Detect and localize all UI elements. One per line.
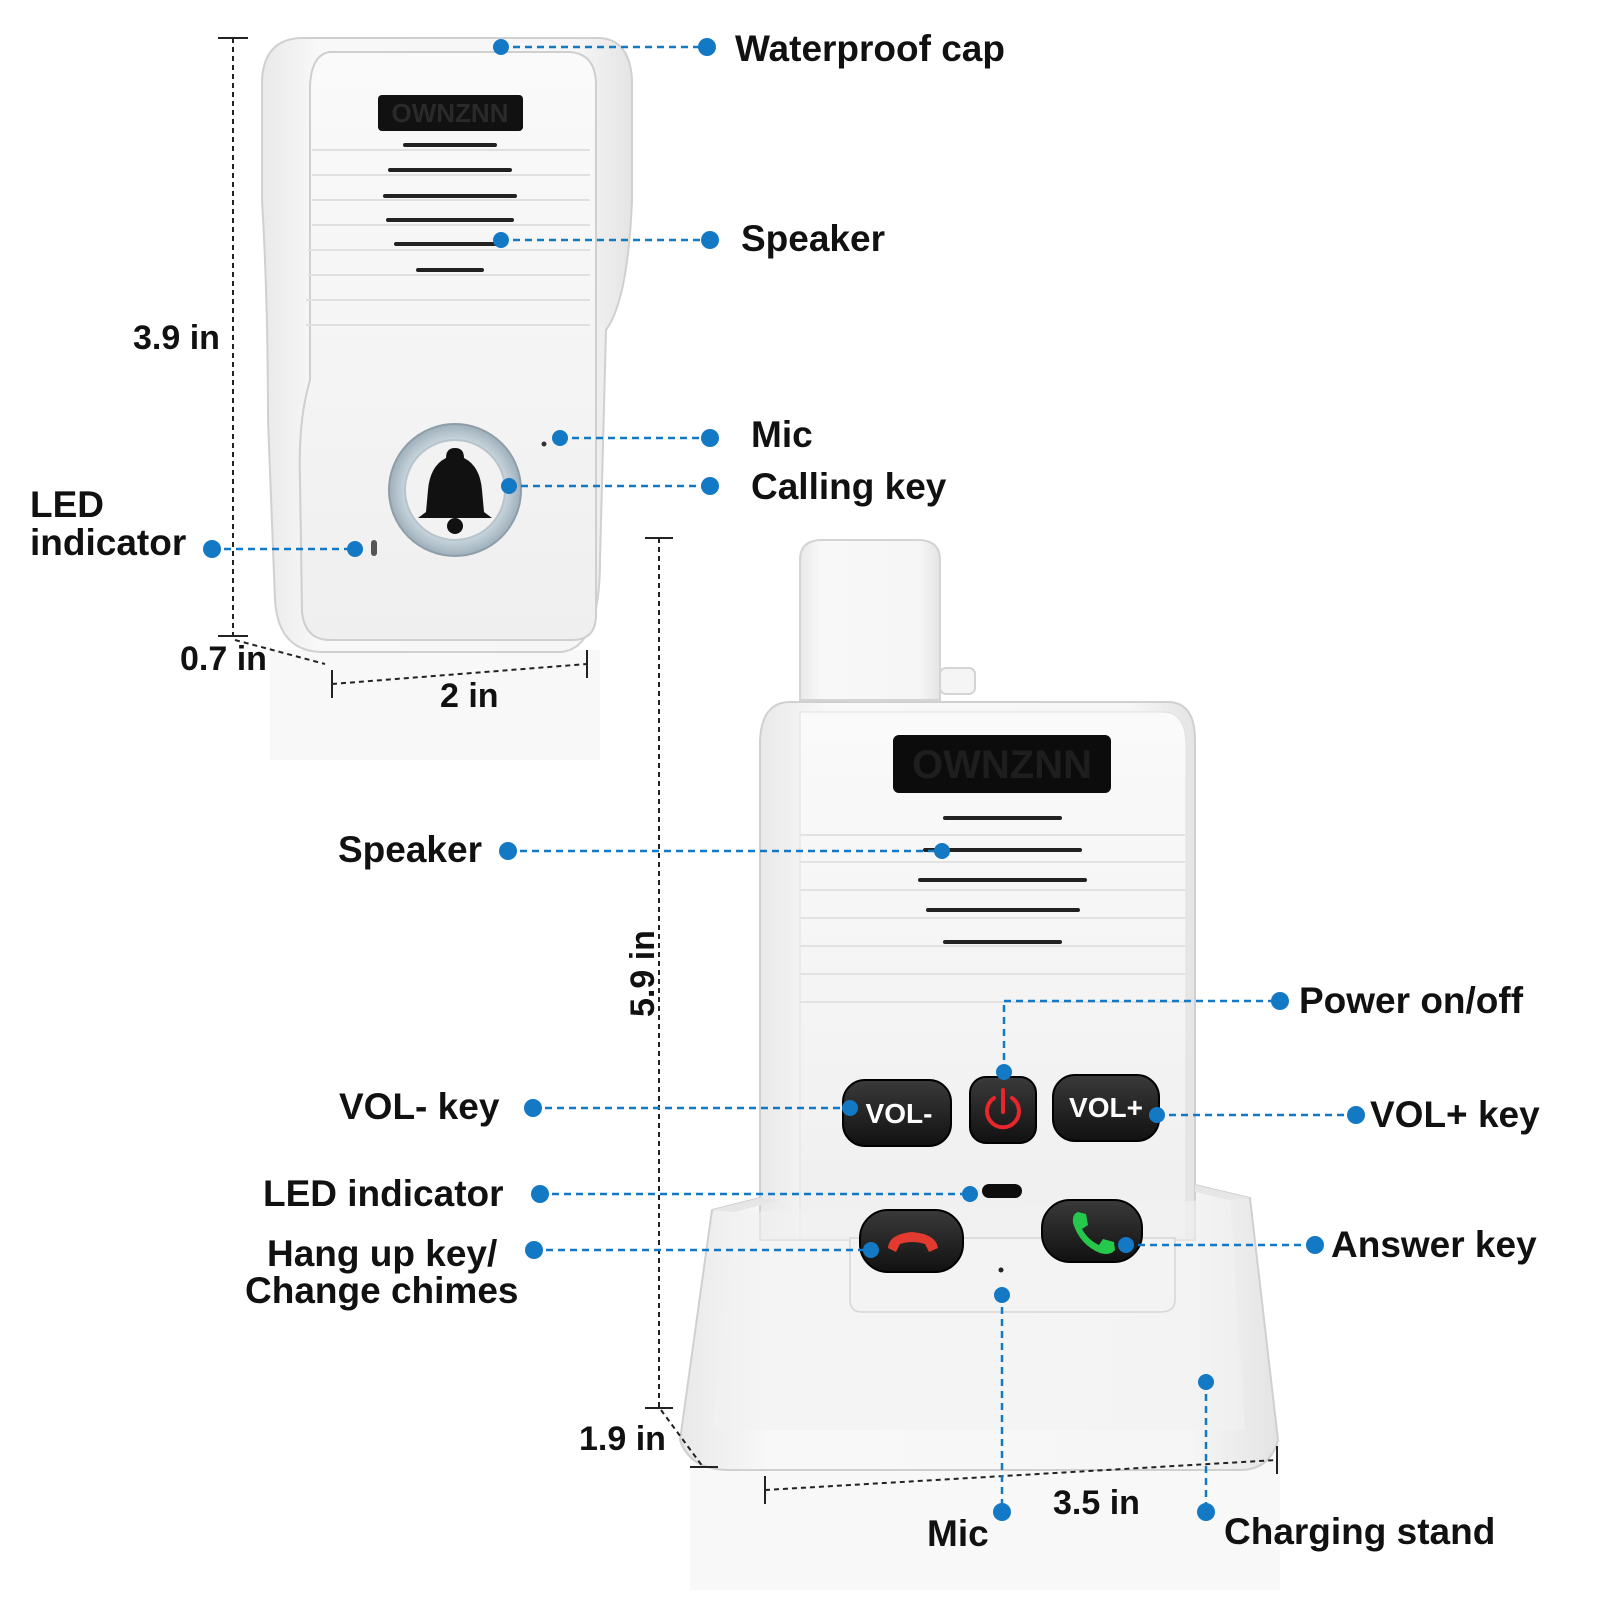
label-power: Power on/off — [1299, 980, 1524, 1021]
label-vol-minus-key: VOL- key — [339, 1086, 500, 1127]
callout-leaders — [212, 45, 1356, 1512]
hangup-phone-icon — [888, 1232, 938, 1252]
label-indoor-led: LED indicator — [263, 1173, 504, 1214]
vol-minus-label: VOL- — [866, 1098, 933, 1129]
indoor-mic-hole — [998, 1267, 1004, 1273]
label-outdoor-led-line1: LED — [30, 484, 104, 525]
indoor-speaker-grille — [918, 816, 1087, 944]
label-hangup-line2: Change chimes — [245, 1270, 519, 1311]
answer-phone-icon — [1072, 1212, 1115, 1254]
indoor-dimension-lines — [645, 537, 1278, 1504]
dim-outdoor-width: 2 in — [440, 677, 499, 715]
dim-indoor-width: 3.5 in — [1053, 1484, 1140, 1522]
outdoor-led-indicator — [371, 540, 377, 556]
power-icon — [985, 1088, 1021, 1130]
label-indoor-speaker: Speaker — [338, 829, 482, 870]
indoor-brand-text: OWNZNN — [912, 743, 1092, 787]
outdoor-brand-plate — [378, 95, 523, 131]
label-waterproof-cap: Waterproof cap — [735, 28, 1005, 69]
dim-outdoor-depth: 0.7 in — [180, 640, 267, 678]
outdoor-dimension-lines — [218, 37, 588, 698]
outdoor-mic-hole — [541, 441, 547, 447]
label-calling-key: Calling key — [751, 466, 947, 507]
outdoor-speaker-grille — [383, 143, 517, 272]
outdoor-unit: OWNZNN — [218, 37, 633, 760]
label-outdoor-mic: Mic — [751, 414, 813, 455]
indoor-brand-plate — [893, 735, 1111, 793]
dim-indoor-height: 5.9 in — [581, 863, 662, 1017]
vol-plus-button[interactable]: VOL+ — [1052, 1074, 1160, 1142]
power-button[interactable] — [969, 1076, 1037, 1144]
callout-dots — [203, 38, 1365, 1521]
outdoor-brand-text: OWNZNN — [392, 98, 509, 128]
bell-icon — [418, 448, 492, 534]
label-outdoor-speaker: Speaker — [741, 218, 885, 259]
indoor-unit: OWNZNN VOL- — [645, 537, 1280, 1590]
indoor-led-indicator — [982, 1184, 1022, 1198]
dim-indoor-height-text: 5.9 in — [624, 930, 662, 1017]
dim-outdoor-height: 3.9 in — [133, 319, 220, 357]
indoor-ridges — [800, 834, 1185, 1003]
vol-minus-button[interactable]: VOL- — [842, 1079, 952, 1147]
label-charging-stand: Charging stand — [1224, 1511, 1496, 1552]
label-answer-key: Answer key — [1331, 1224, 1537, 1265]
label-outdoor-led-line2: indicator — [30, 522, 187, 563]
label-hangup-line1: Hang up key/ — [267, 1233, 498, 1274]
indoor-antenna — [799, 539, 941, 701]
charging-stand — [678, 1183, 1280, 1471]
label-indoor-mic: Mic — [927, 1513, 989, 1554]
dim-indoor-depth: 1.9 in — [579, 1420, 666, 1458]
outdoor-ridges — [306, 149, 590, 326]
answer-button[interactable] — [1041, 1199, 1143, 1263]
hangup-button[interactable] — [859, 1209, 964, 1273]
label-vol-plus-key: VOL+ key — [1370, 1094, 1540, 1135]
vol-plus-label: VOL+ — [1069, 1092, 1143, 1123]
